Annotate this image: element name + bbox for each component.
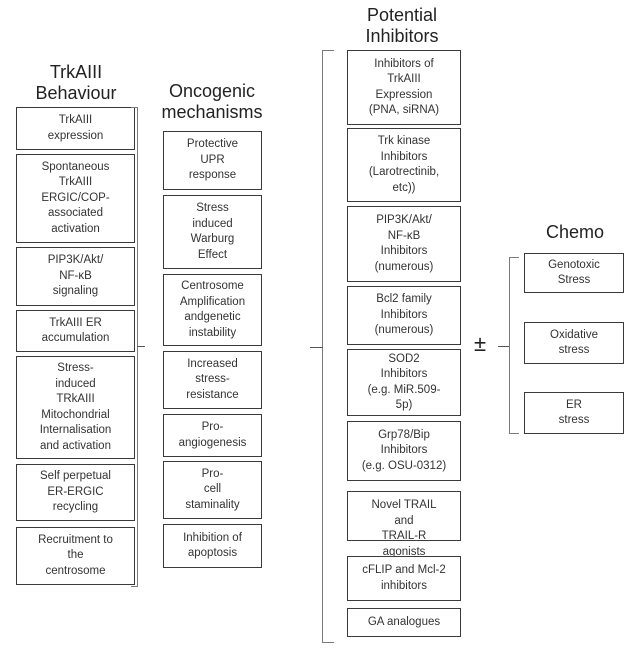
inhibitor-box-ga-analogues: GA analogues xyxy=(347,608,461,637)
behaviour-box-expression: TrkAIII expression xyxy=(16,107,135,150)
inhibitor-box-expression: Inhibitors of TrkAIII Expression (PNA, s… xyxy=(347,50,461,125)
chemo-title: Chemo xyxy=(545,222,605,242)
oncogenic-box-apoptosis: Inhibition of apoptosis xyxy=(163,524,262,568)
box-label: cFLIP and Mcl-2 inhibitors xyxy=(362,564,446,592)
behaviour-bracket-tick xyxy=(137,346,145,347)
box-label: SOD2 Inhibitors (e.g. MiR.509- 5p) xyxy=(367,352,441,412)
box-label: Grp78/Bip Inhibitors (e.g. OSU-0312) xyxy=(361,428,447,472)
behaviour-bracket xyxy=(131,107,138,587)
chemo-box-oxidative: Oxidative stress xyxy=(524,322,624,364)
inhibitor-box-grp78: Grp78/Bip Inhibitors (e.g. OSU-0312) xyxy=(347,421,461,481)
box-label: Recruitment to the centrosome xyxy=(38,533,113,577)
oncogenic-title: Oncogenic mechanisms xyxy=(161,81,263,122)
box-label: PIP3K/Akt/ NF-κB Inhibitors (numerous) xyxy=(374,214,434,273)
oncogenic-box-centrosome: Centrosome Amplification andgenetic inst… xyxy=(163,274,262,346)
box-label: Pro- angiogenesis xyxy=(178,421,247,449)
oncogenic-box-angiogenesis: Pro- angiogenesis xyxy=(163,414,262,457)
inhibitors-title: Potential Inhibitors xyxy=(365,5,439,46)
box-label: Spontaneous TrkAIII ERGIC/COP- associate… xyxy=(41,160,110,235)
chemo-box-er-stress: ER stress xyxy=(524,392,624,434)
oncogenic-box-upr: Protective UPR response xyxy=(163,131,262,190)
inhibitor-box-sod2: SOD2 Inhibitors (e.g. MiR.509- 5p) xyxy=(347,349,461,416)
box-label: Inhibition of apoptosis xyxy=(183,531,242,560)
box-label: TrkAIII ER accumulation xyxy=(41,316,110,345)
behaviour-box-ergic-activation: Spontaneous TrkAIII ERGIC/COP- associate… xyxy=(16,154,135,243)
chemo-bracket xyxy=(509,257,519,434)
inhibitor-box-bcl2: Bcl2 family Inhibitors (numerous) xyxy=(347,286,461,345)
box-label: Novel TRAIL and TRAIL-R agonists xyxy=(371,499,437,558)
chemo-bracket-tick xyxy=(498,346,509,347)
plus-minus-symbol: ± xyxy=(474,331,487,356)
oncogenic-box-staminality: Pro- cell staminality xyxy=(163,461,262,519)
box-label: Genotoxic Stress xyxy=(548,258,600,287)
inhibitor-box-trk-kinase: Trk kinase Inhibitors (Larotrectinib, et… xyxy=(347,128,461,202)
box-label: Protective UPR response xyxy=(186,138,239,182)
box-label: Stress- induced TRkAIII Mitochondrial In… xyxy=(39,362,112,452)
box-label: ER stress xyxy=(558,398,590,427)
inhibitor-box-cflip: cFLIP and Mcl-2 inhibitors xyxy=(347,556,461,601)
inhibitors-bracket xyxy=(322,50,334,643)
box-label: Increased stress- resistance xyxy=(186,357,239,401)
box-label: Pro- cell staminality xyxy=(185,467,240,511)
oncogenic-box-warburg: Stress induced Warburg Effect xyxy=(163,195,262,269)
chemo-box-genotoxic: Genotoxic Stress xyxy=(524,253,624,293)
box-label: Centrosome Amplification andgenetic inst… xyxy=(179,280,246,339)
box-label: GA analogues xyxy=(367,615,441,628)
box-label: Self perpetual ER-ERGIC recycling xyxy=(40,470,111,514)
box-label: Bcl2 family Inhibitors (numerous) xyxy=(374,293,434,337)
inhibitor-box-pip3k: PIP3K/Akt/ NF-κB Inhibitors (numerous) xyxy=(347,206,461,282)
behaviour-box-er-accumulation: TrkAIII ER accumulation xyxy=(16,310,135,352)
behaviour-box-centrosome: Recruitment to the centrosome xyxy=(16,527,135,585)
behaviour-box-mitochondrial: Stress- induced TRkAIII Mitochondrial In… xyxy=(16,356,135,459)
behaviour-title: TrkAIII Behaviour xyxy=(35,62,117,103)
behaviour-box-recycling: Self perpetual ER-ERGIC recycling xyxy=(16,464,135,521)
box-label: PIP3K/Akt/ NF-κB signaling xyxy=(47,254,104,298)
behaviour-box-pip3k-signaling: PIP3K/Akt/ NF-κB signaling xyxy=(16,247,135,306)
box-label: Trk kinase Inhibitors (Larotrectinib, et… xyxy=(368,135,440,194)
box-label: Stress induced Warburg Effect xyxy=(190,202,235,261)
box-label: TrkAIII expression xyxy=(47,114,104,142)
oncogenic-box-stress-resistance: Increased stress- resistance xyxy=(163,351,262,409)
inhibitors-bracket-tick xyxy=(310,347,323,348)
box-label: Oxidative stress xyxy=(550,328,598,357)
box-label: Inhibitors of TrkAIII Expression (PNA, s… xyxy=(368,57,440,117)
inhibitor-box-trail: Novel TRAIL and TRAIL-R agonists xyxy=(347,491,461,558)
